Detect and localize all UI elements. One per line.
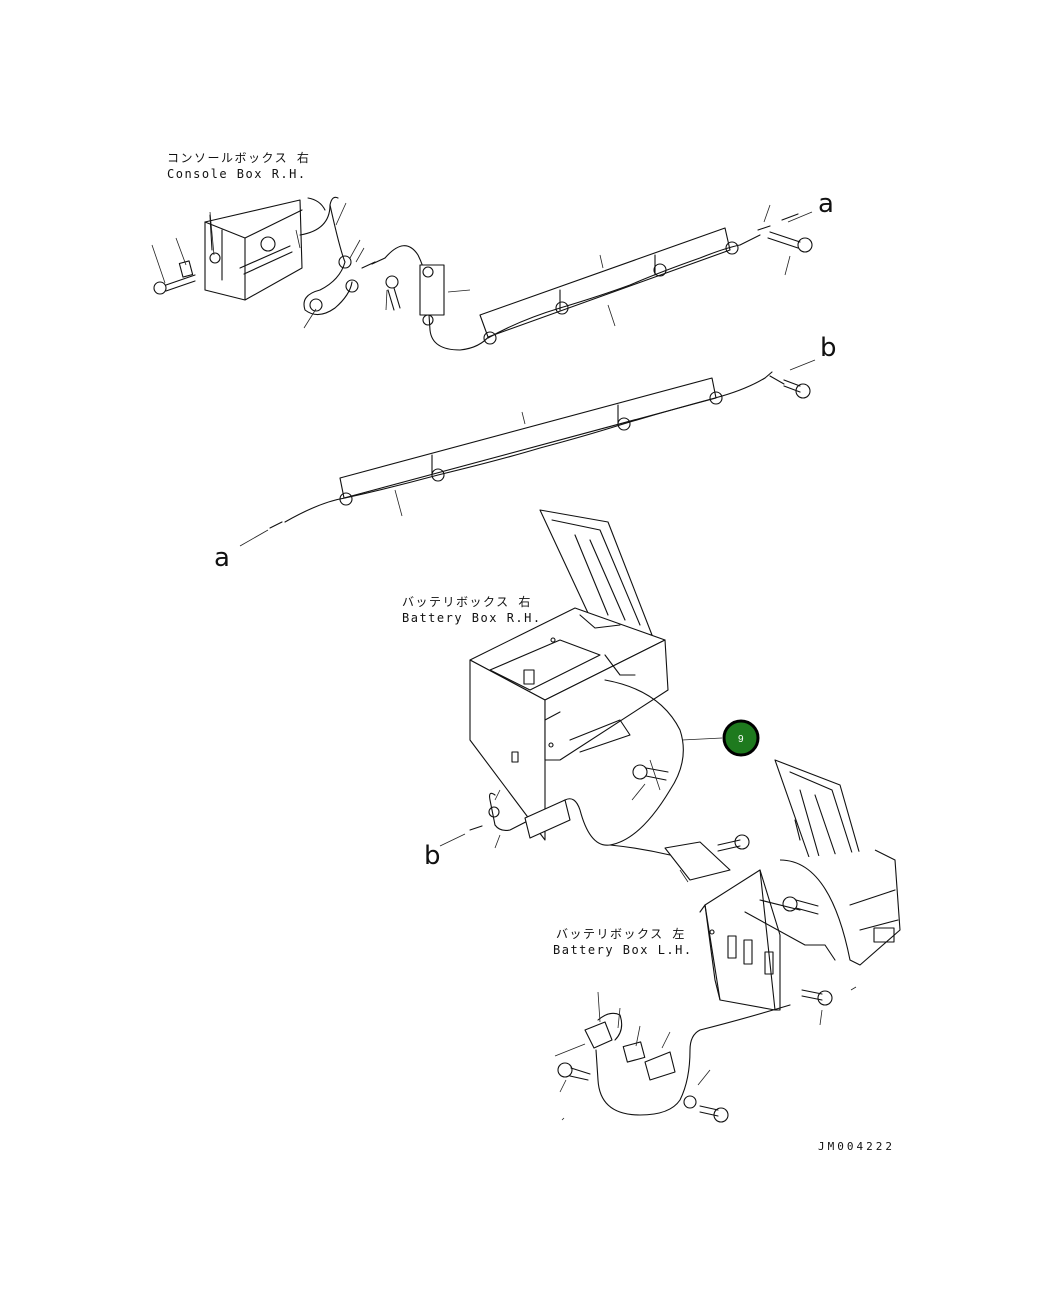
middle-harness: b a bbox=[214, 333, 837, 573]
connector-label-a-top: a bbox=[818, 189, 834, 219]
callout-number[interactable]: 9 bbox=[738, 734, 744, 745]
battery-lh-label-en: Battery Box L.H. bbox=[553, 943, 693, 957]
drawing-code: JM004222 bbox=[818, 1140, 895, 1153]
callout-marker[interactable] bbox=[722, 719, 760, 757]
connector-label-b-bottom: b bbox=[424, 841, 441, 871]
battery-rh-label-jp: バッテリボックス 右 bbox=[402, 594, 532, 609]
console-label-jp: コンソールボックス 右 bbox=[167, 150, 310, 165]
battery-box-rh: バッテリボックス 右 Battery Box R.H. 9 b bbox=[402, 509, 760, 883]
battery-lh-label-jp: バッテリボックス 左 bbox=[556, 926, 686, 941]
battery-rh-label-en: Battery Box R.H. bbox=[402, 611, 542, 625]
callout-9[interactable]: 9 bbox=[722, 719, 760, 757]
connector-label-a-bottom: a bbox=[214, 543, 230, 573]
console-label-en: Console Box R.H. bbox=[167, 167, 307, 181]
console-box-assembly: a bbox=[151, 189, 834, 351]
connector-label-b-top: b bbox=[820, 333, 837, 363]
battery-box-lh: バッテリボックス 左 Battery Box L.H. bbox=[553, 759, 901, 1123]
